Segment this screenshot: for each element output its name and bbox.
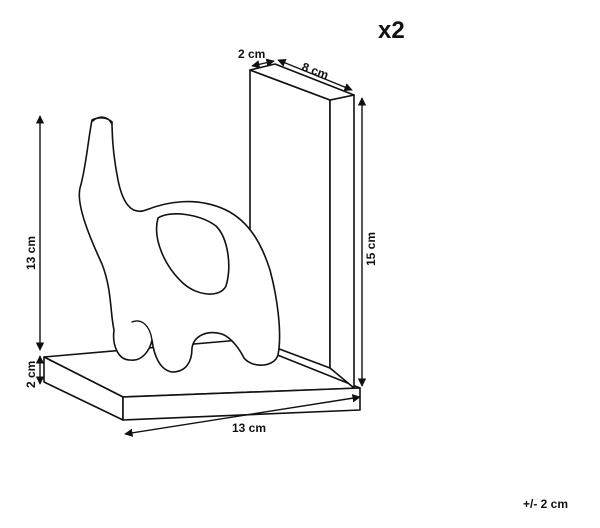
elephant-figure xyxy=(78,116,281,373)
base-width-label: 13 cm xyxy=(232,421,266,435)
base-width-dimension-line xyxy=(124,394,361,437)
figure-height-label: 13 cm xyxy=(24,236,38,270)
upright-height-label: 15 cm xyxy=(364,232,378,266)
tolerance-label: +/- 2 cm xyxy=(523,497,568,511)
dimension-lines xyxy=(35,58,367,437)
base-thickness-label: 2 cm xyxy=(24,361,38,388)
quantity-label: x2 xyxy=(378,17,405,44)
upright-depth-dimension-line xyxy=(277,58,353,92)
upright-thickness-label: 2 cm xyxy=(238,47,265,61)
upright-thickness-dimension-line xyxy=(251,58,275,69)
